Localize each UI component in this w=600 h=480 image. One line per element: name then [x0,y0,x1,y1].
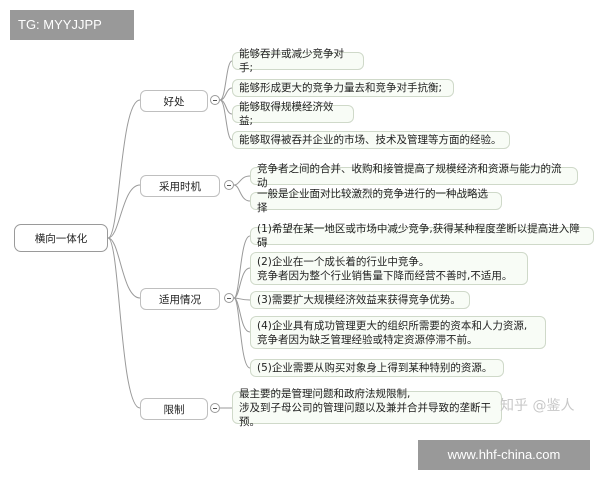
leaf-situation-3: (3)需要扩大规模经济效益来获得竞争优势。 [250,291,470,309]
edge-root-situations [107,237,141,299]
leaf-benefit-3: 能够取得规模经济效益; [232,101,354,127]
branch-limits-label: 限制 [163,403,185,416]
leaf-situation-2: (2)企业在一个成长着的行业中竞争。 竞争者因为整个行业销售量下降而经营不善时,… [250,252,528,285]
leaf-benefit-1: 能够吞并或减少竞争对手; [232,48,364,74]
leaf-benefit-2: 能够形成更大的竞争力量去和竞争对手抗衡; [232,79,454,97]
leaf-situation-1: (1)希望在某一地区或市场中减少竞争,获得某种程度垄断以提高进入障碍 [250,223,594,249]
leaf-timing-1: 竞争者之间的合并、收购和接管提高了规模经济和资源与能力的流动 [250,163,578,189]
watermark-text: 知乎 @鉴人 [500,398,575,414]
url-label: www.hhf-china.com [418,440,590,470]
collapse-toggle-timing[interactable] [224,180,234,190]
edge-root-benefits [107,99,141,239]
branch-situations[interactable]: 适用情况 [140,288,220,310]
collapse-toggle-situations[interactable] [224,293,234,303]
leaf-situation-4: (4)企业具有成功管理更大的组织所需要的资本和人力资源, 竞争者因为缺乏管理经验… [250,316,546,349]
leaf-limit-1: 最主要的是管理问题和政府法规限制, 涉及到子母公司的管理问题以及兼并合并导致的垄… [232,388,502,428]
branch-benefits[interactable]: 好处 [140,90,208,112]
branch-timing[interactable]: 采用时机 [140,175,220,197]
branch-limits[interactable]: 限制 [140,398,208,420]
root-node[interactable]: 横向一体化 [14,224,108,252]
edge-root-limits [107,237,141,409]
branch-situations-label: 适用情况 [159,293,201,306]
leaf-benefit-4: 能够取得被吞并企业的市场、技术及管理等方面的经验。 [232,131,510,149]
collapse-toggle-limits[interactable] [210,403,220,413]
collapse-toggle-benefits[interactable] [210,95,220,105]
tag-label: TG: MYYJJPP [10,10,134,40]
branch-benefits-label: 好处 [163,95,185,108]
leaf-situation-5: (5)企业需要从购买对象身上得到某种特别的资源。 [250,359,504,377]
root-label: 横向一体化 [34,232,88,245]
leaf-timing-2: 一般是企业面对比较激烈的竞争进行的一种战略选择 [250,188,502,214]
edge-root-timing [107,184,141,239]
branch-timing-label: 采用时机 [159,180,201,193]
